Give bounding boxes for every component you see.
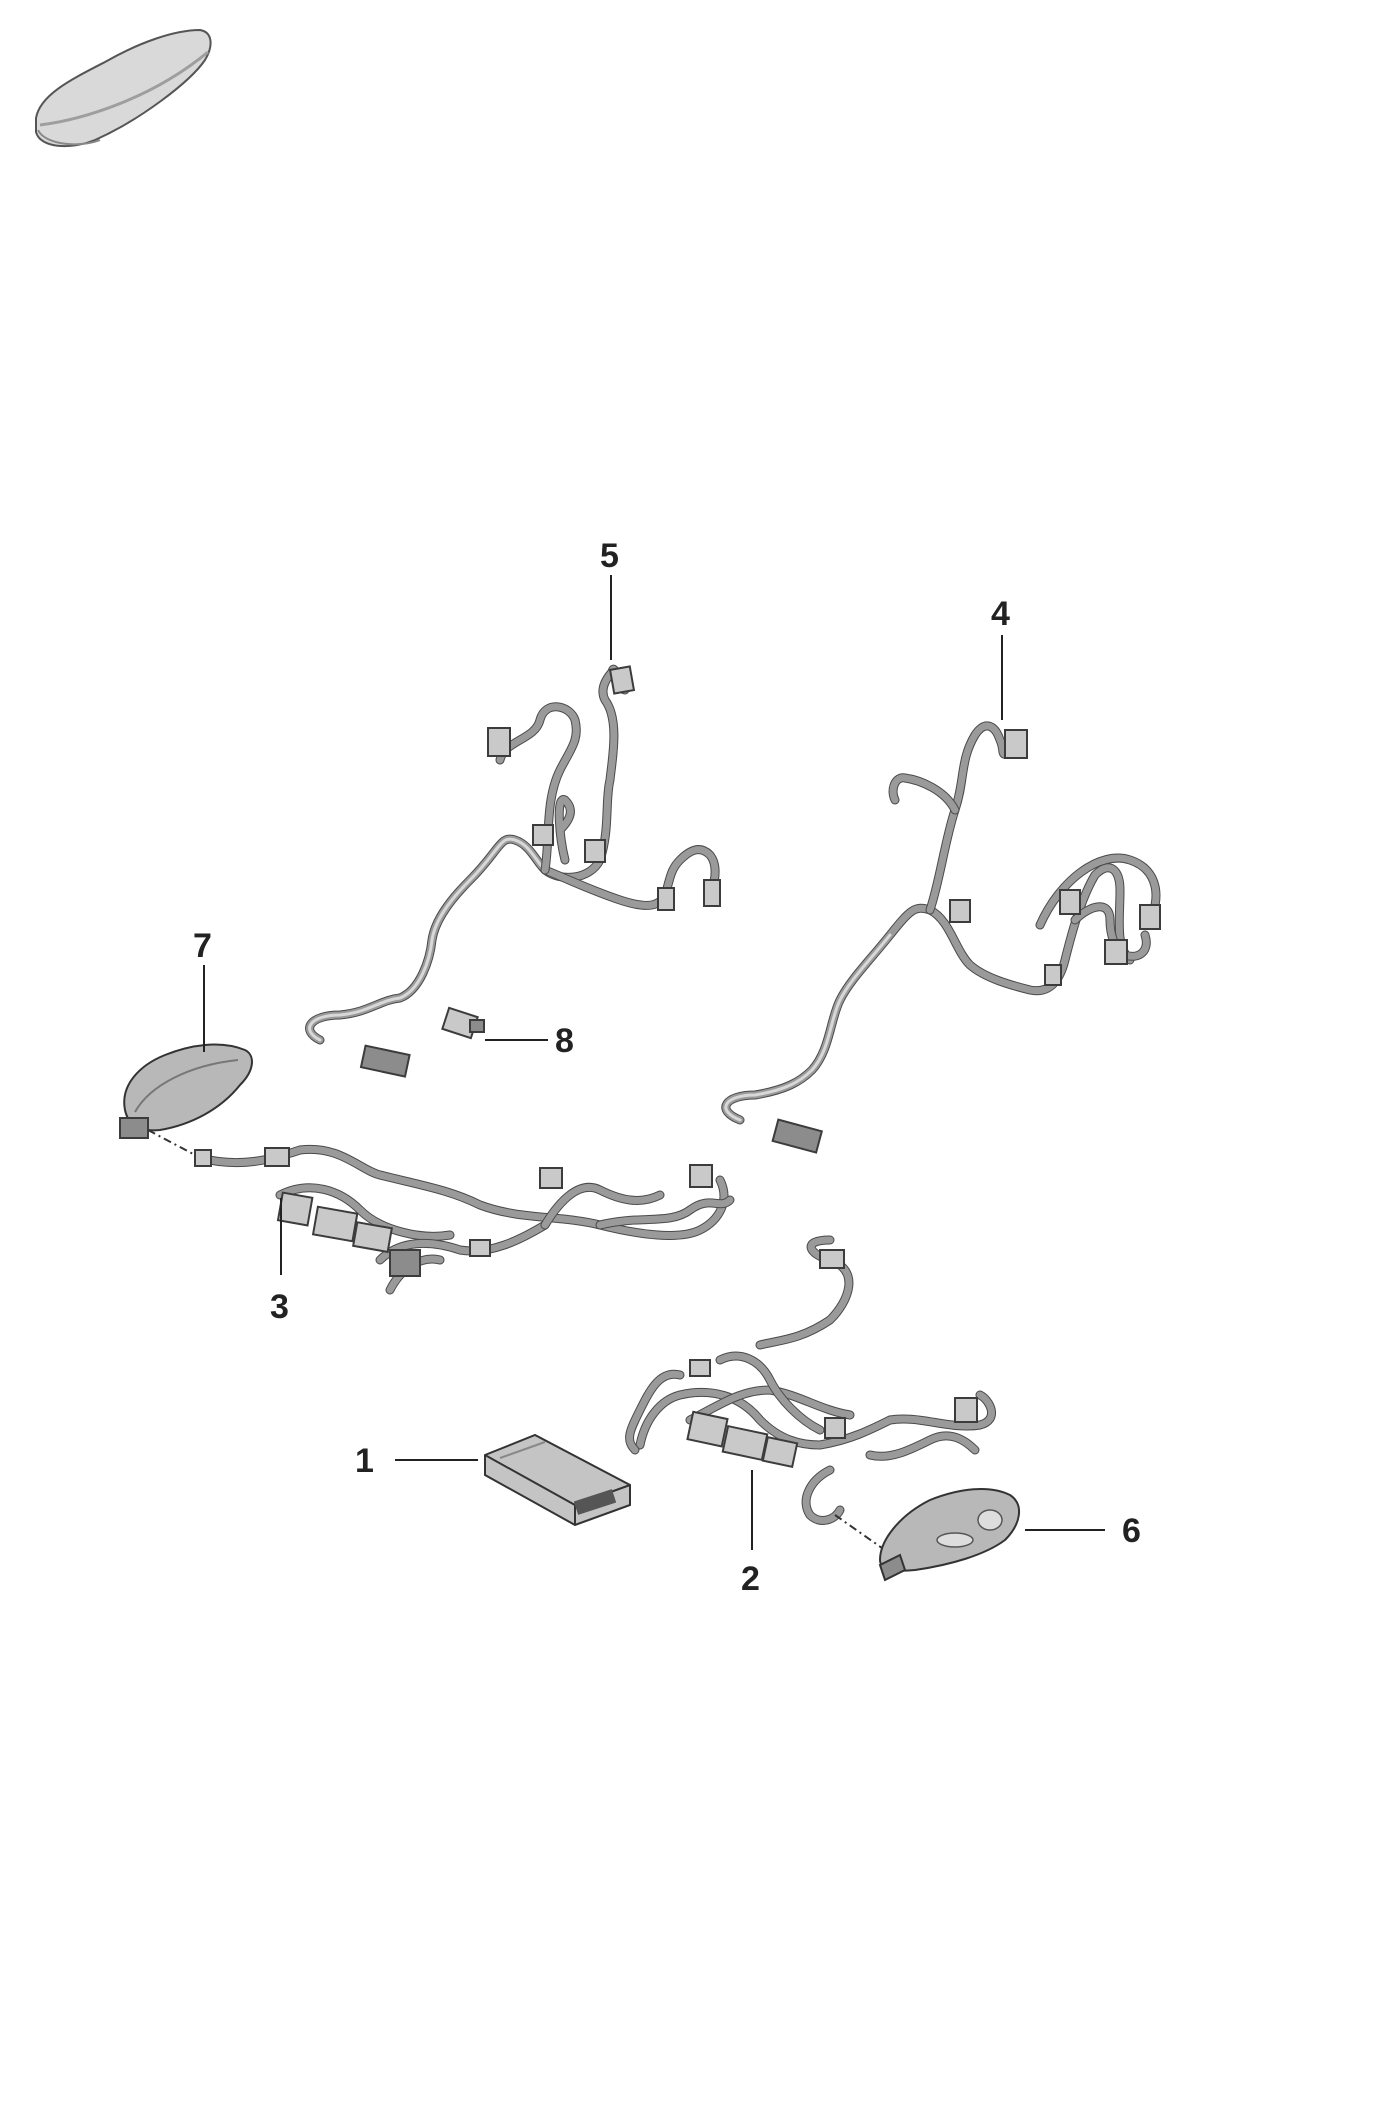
car-silhouette-icon <box>35 28 212 148</box>
seat-back-harness-right <box>721 721 1161 1154</box>
seat-switch-left <box>119 1043 253 1139</box>
callout-3-label: 3 <box>270 1288 289 1326</box>
callout-2-label: 2 <box>741 1560 760 1598</box>
control-module <box>484 1433 631 1527</box>
callout-8-label: 8 <box>555 1022 574 1060</box>
seat-switch-right <box>878 1487 1020 1582</box>
seat-base-harness-right <box>625 1235 996 1525</box>
callout-1-label: 1 <box>355 1442 374 1480</box>
callout-8[interactable]: 8 <box>485 1022 574 1060</box>
seat-base-harness-left <box>194 1144 735 1295</box>
callout-6-label: 6 <box>1122 1512 1141 1550</box>
callout-1[interactable]: 1 <box>355 1442 478 1480</box>
callout-5[interactable]: 5 <box>600 537 619 660</box>
callout-4[interactable]: 4 <box>991 595 1010 720</box>
callout-6[interactable]: 6 <box>1025 1512 1141 1550</box>
callout-4-label: 4 <box>991 595 1010 633</box>
dash-line-7 <box>147 1129 196 1156</box>
seat-back-harness-left <box>305 664 721 1078</box>
callout-7[interactable]: 7 <box>193 927 212 1052</box>
connector-part-8 <box>441 1006 485 1040</box>
callout-3[interactable]: 3 <box>270 1198 289 1326</box>
callout-5-label: 5 <box>600 537 619 575</box>
callout-7-label: 7 <box>193 927 212 965</box>
dash-line-6 <box>834 1514 883 1549</box>
callout-2[interactable]: 2 <box>741 1470 760 1598</box>
